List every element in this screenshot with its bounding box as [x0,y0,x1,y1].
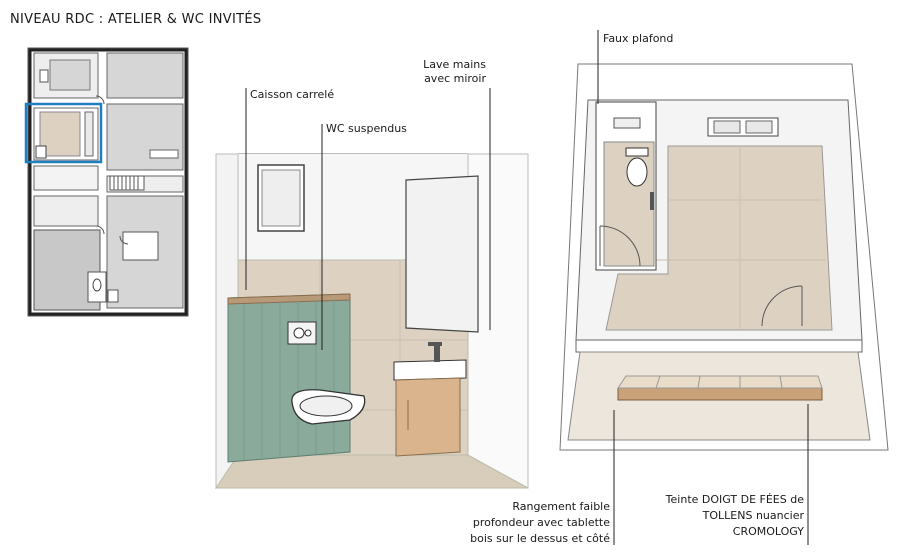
annotations: Faux plafond Lave mains avec miroir Cais… [250,32,804,545]
highlight-frame [24,102,103,164]
perspective-view [215,153,529,490]
top-view [559,63,889,451]
label-teinte-3: CROMOLOGY [733,525,805,538]
label-caisson: Caisson carrelé [250,88,334,101]
label-rangement-3: bois sur le dessus et côté [470,532,610,545]
label-teinte-2: TOLLENS nuancier [702,509,805,522]
label-lave-mains-2: avec miroir [424,72,486,85]
label-teinte-1: Teinte DOIGT DE FÉES de [665,493,805,506]
label-rangement-1: Rangement faible [512,500,610,513]
page-title: NIVEAU RDC : ATELIER & WC INVITÉS [10,12,262,27]
label-rangement-2: profondeur avec tablette [473,516,610,529]
label-faux-plafond: Faux plafond [603,32,673,45]
floor-plan [24,47,189,317]
label-wc: WC suspendus [326,122,407,135]
leader-lines [245,30,809,545]
label-lave-mains-1: Lave mains [423,58,486,71]
